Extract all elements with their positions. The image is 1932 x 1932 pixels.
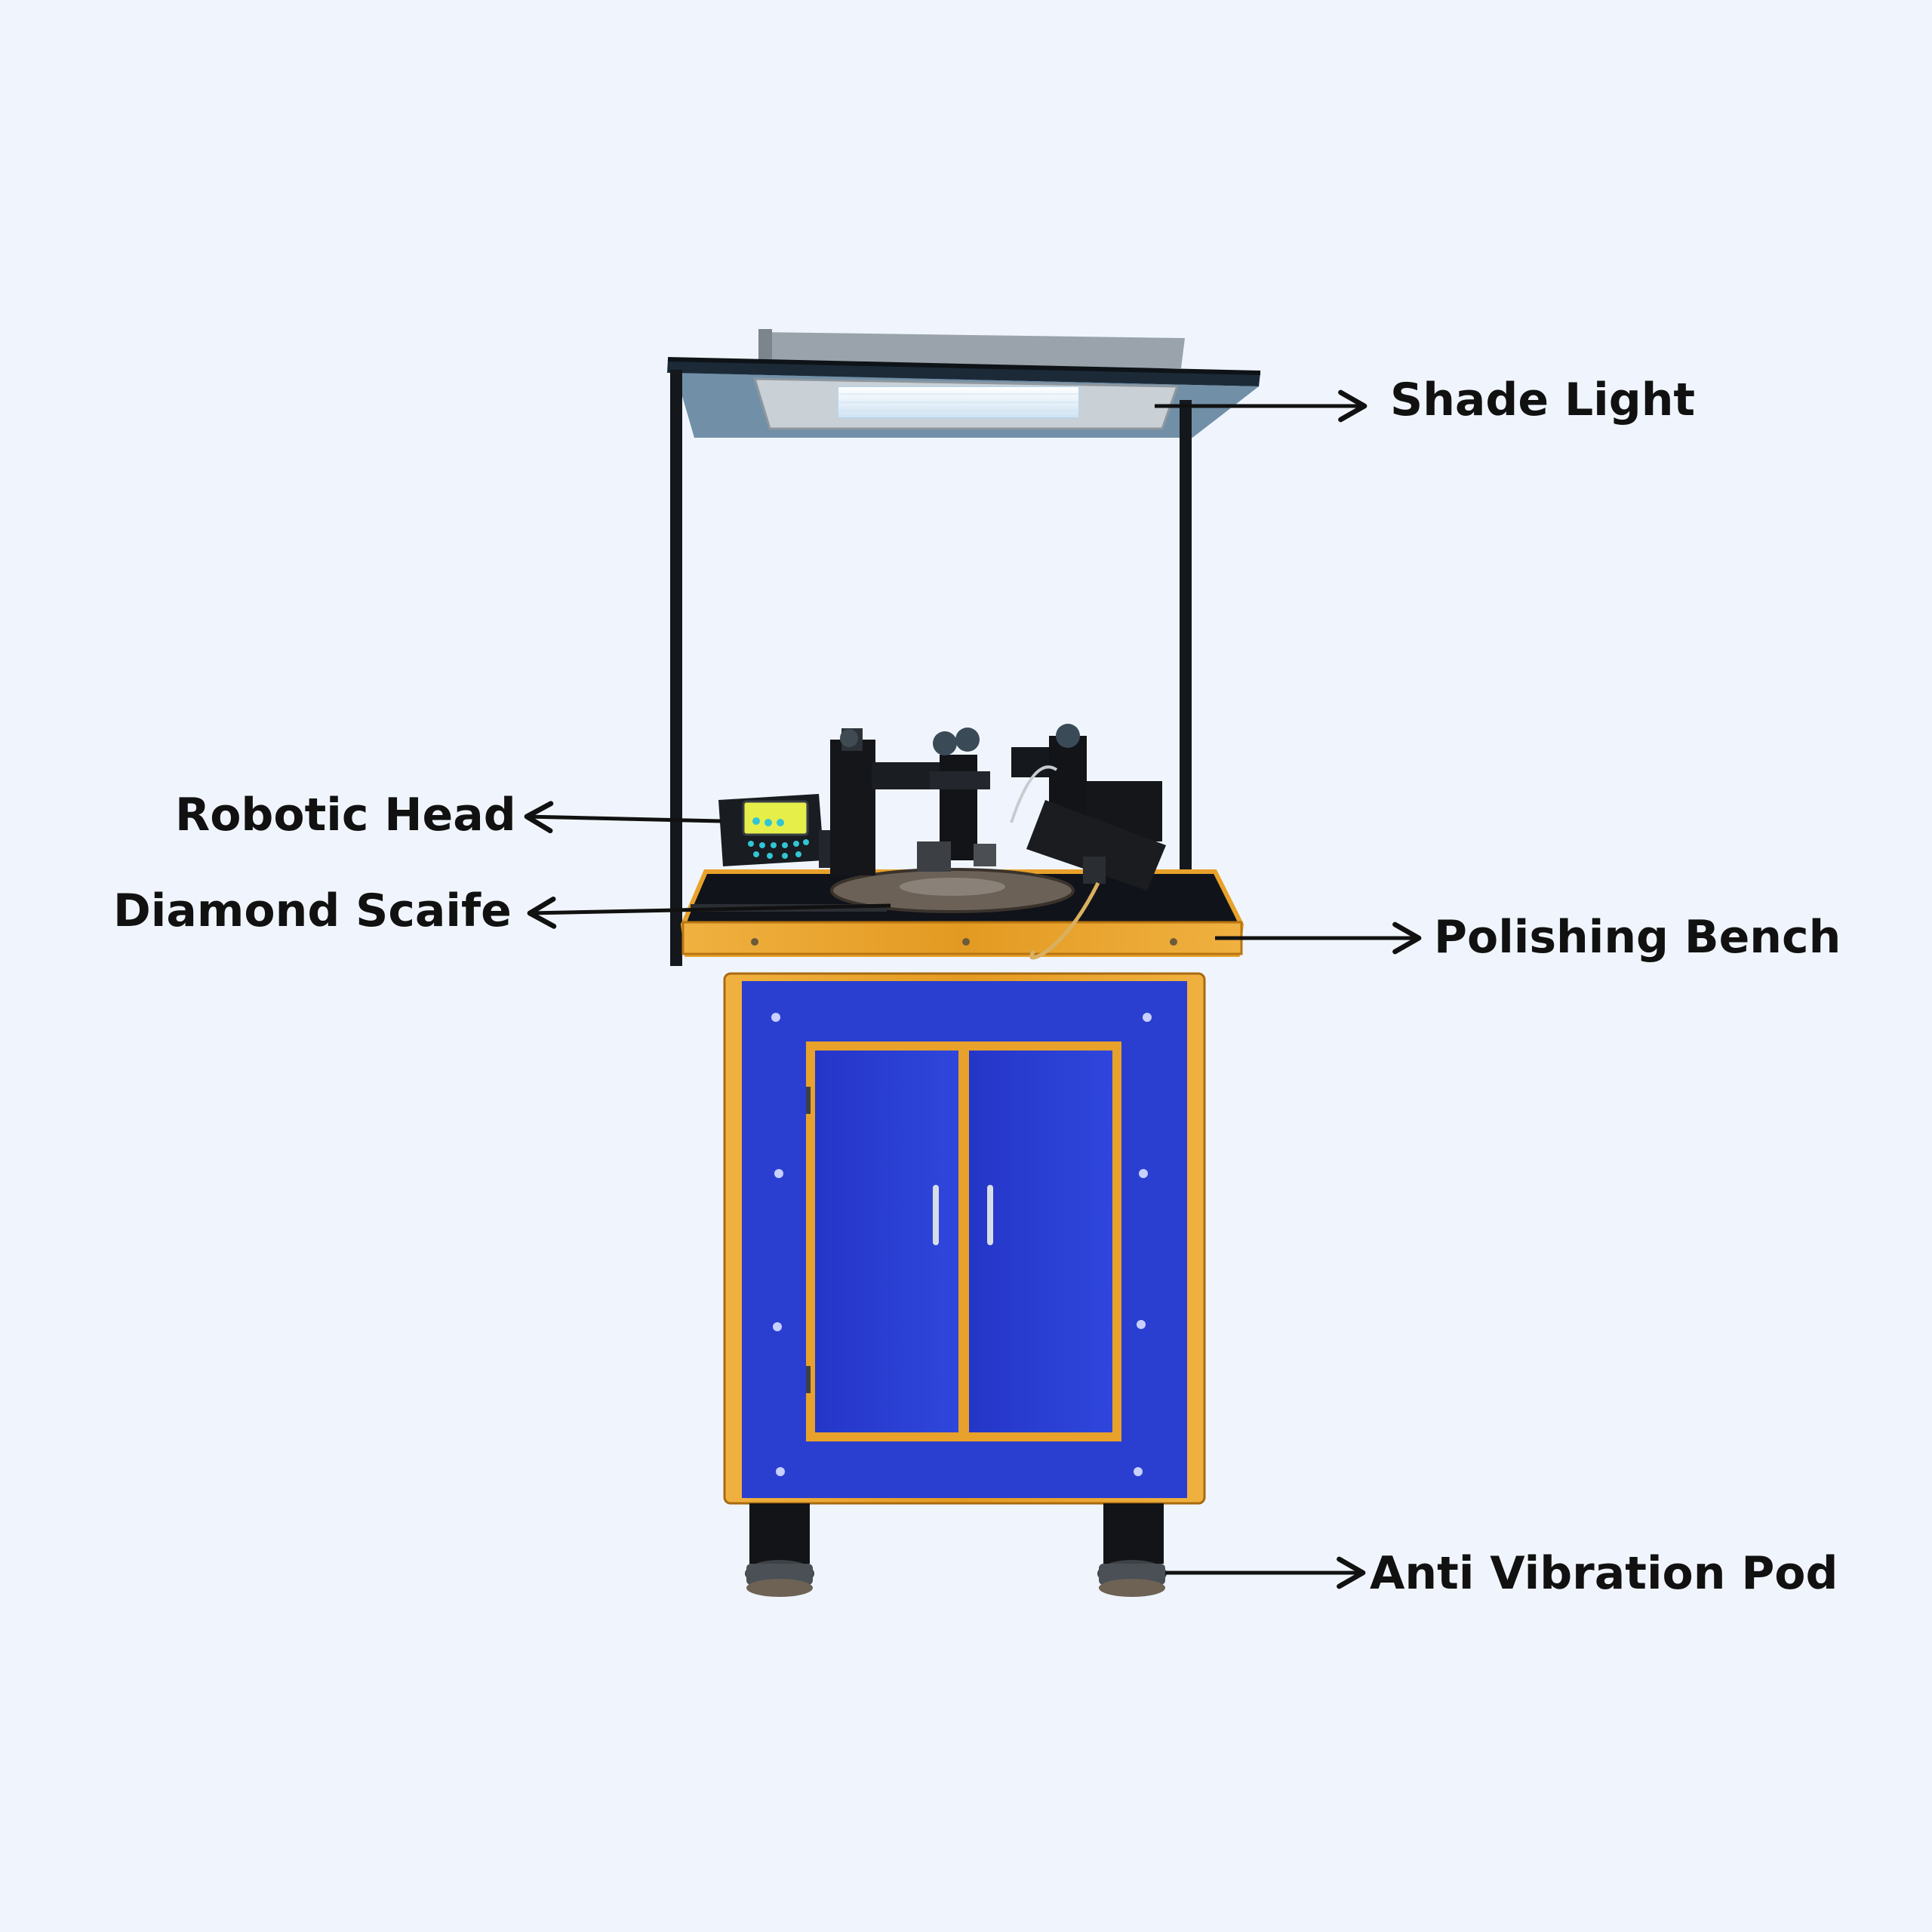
robotic-head <box>718 724 1166 960</box>
polishing-bench-top <box>680 868 1244 957</box>
callout-arrows <box>524 389 1422 1589</box>
shade-light-canopy <box>667 329 1261 438</box>
label-polishing-bench: Polishing Bench <box>1434 911 1841 964</box>
label-robotic-head: Robotic Head <box>175 789 516 841</box>
led-array <box>838 393 1079 411</box>
arrow-robotic-head <box>524 801 721 834</box>
arrow-diamond-scaife <box>527 896 891 929</box>
frame-posts <box>670 370 1192 966</box>
legs <box>745 1503 1167 1597</box>
cabinet <box>723 972 1206 1505</box>
label-shade-light: Shade Light <box>1390 374 1696 426</box>
label-anti-vibration-pod: Anti Vibration Pod <box>1370 1547 1838 1600</box>
label-diamond-scaife: Diamond Scaife <box>113 884 512 937</box>
